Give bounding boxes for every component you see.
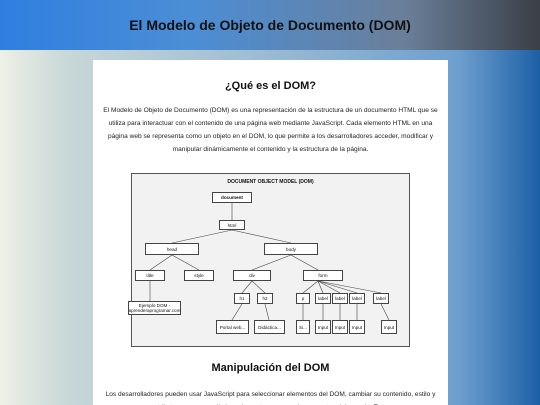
section-paragraph-what-is-dom: El Modelo de Objeto de Documento (DOM) e…	[103, 107, 438, 153]
node-label-1: label	[315, 293, 331, 304]
node-label-3: label	[349, 293, 365, 304]
node-p-text: Si...	[296, 320, 310, 334]
section-heading-dom-manipulation: Manipulación del DOM	[211, 362, 330, 374]
dom-tree-diagram: DOCUMENT OBJECT MODEL (DOM)	[128, 173, 410, 347]
node-label-2: label	[332, 293, 348, 304]
node-div: div	[233, 270, 271, 281]
page-header: El Modelo de Objeto de Documento (DOM)	[0, 0, 540, 50]
content-card: ¿Qué es el DOM? El Modelo de Objeto de D…	[93, 60, 448, 405]
node-p: p	[296, 293, 310, 304]
node-style: style	[184, 270, 214, 281]
section-heading-what-is-dom: ¿Qué es el DOM?	[224, 80, 317, 92]
node-form: form	[303, 270, 343, 281]
node-html: html	[219, 220, 245, 230]
diagram-title: DOCUMENT OBJECT MODEL (DOM)	[227, 179, 314, 185]
node-input-4: Input	[381, 320, 397, 334]
node-h1-text: Portal web...	[216, 320, 249, 334]
node-input-3: Input	[349, 320, 365, 334]
node-label-4: label	[373, 293, 389, 304]
node-title-text: Ejemplo DOM - aprenderaprogramar.com	[128, 301, 181, 315]
node-document: document	[212, 192, 252, 203]
node-head: head	[145, 243, 199, 255]
node-h2: h2	[257, 293, 273, 304]
node-h1: h1	[234, 293, 250, 304]
page-title: El Modelo de Objeto de Documento (DOM)	[129, 17, 411, 33]
node-title: title	[135, 270, 165, 281]
node-body: body	[264, 243, 318, 255]
node-h2-text: Didáctica...	[254, 320, 285, 334]
tree-connectors	[149, 203, 390, 321]
node-input-1: Input	[315, 320, 331, 334]
node-input-2: Input	[332, 320, 348, 334]
section-paragraph-dom-manipulation: Los desarrolladores pueden usar JavaScri…	[105, 391, 436, 405]
